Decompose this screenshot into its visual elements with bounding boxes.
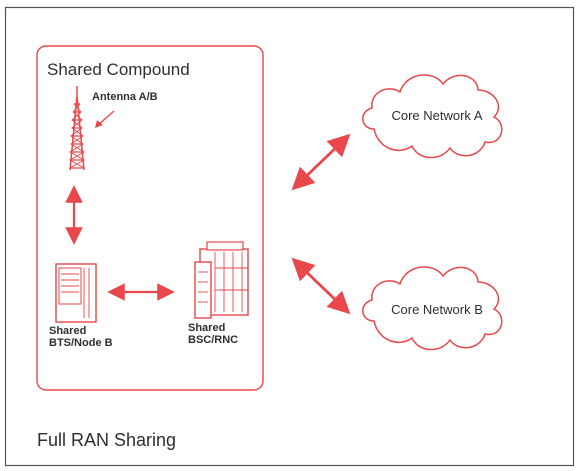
shared-compound-label: Shared Compound bbox=[47, 60, 190, 79]
diagram-caption: Full RAN Sharing bbox=[37, 430, 176, 450]
core-a-arrow bbox=[291, 133, 351, 191]
cloud-icon bbox=[362, 74, 503, 159]
shared-compound-box bbox=[36, 45, 264, 391]
core-network-a-label: Core Network A bbox=[391, 108, 482, 123]
bsc-label-line2: BSC/RNC bbox=[188, 334, 238, 346]
bts-label-line2: BTS/Node B bbox=[49, 337, 113, 349]
bts-server-icon bbox=[55, 263, 97, 323]
core-b-arrow bbox=[291, 257, 351, 315]
outer-frame bbox=[4, 6, 575, 467]
antenna-label: Antenna A/B bbox=[92, 91, 158, 103]
core-network-b-label: Core Network B bbox=[391, 302, 483, 317]
bts-label-line1: Shared bbox=[49, 325, 86, 337]
bsc-rack-icon bbox=[194, 241, 249, 319]
cloud-icon bbox=[362, 266, 503, 351]
bsc-label-line1: Shared bbox=[188, 322, 225, 334]
antenna-pointer-arrow bbox=[95, 110, 115, 128]
antenna-tower-icon bbox=[69, 86, 85, 171]
